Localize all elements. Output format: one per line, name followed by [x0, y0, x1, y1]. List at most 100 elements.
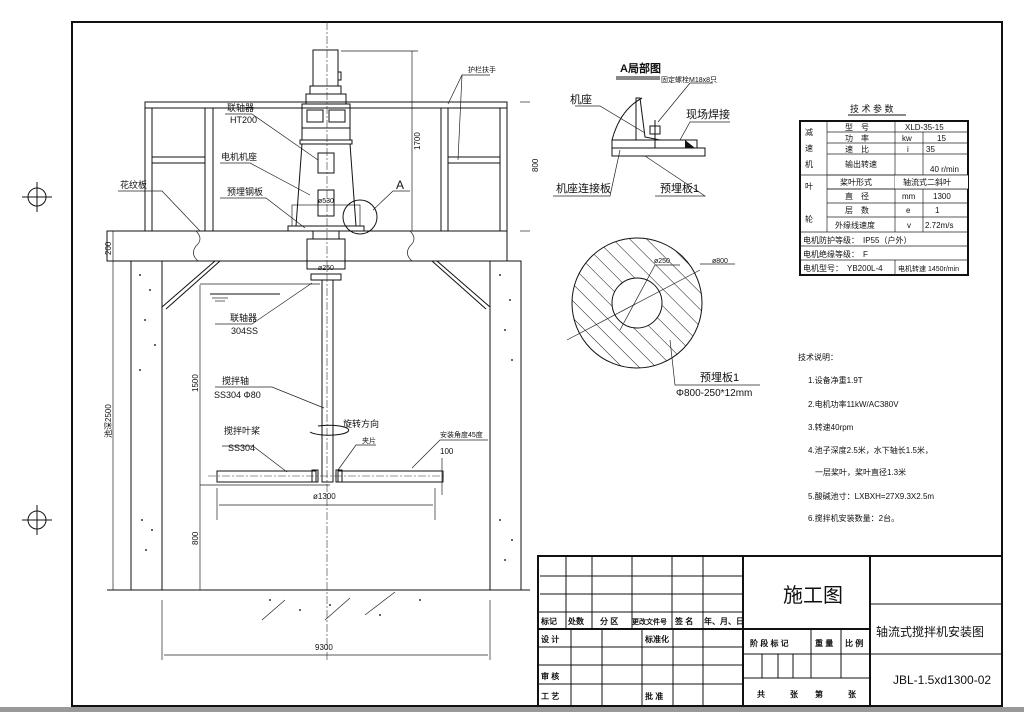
- header-mark: 标记: [540, 616, 557, 626]
- group-reducer-1: 减: [805, 127, 813, 137]
- dim-800-top: 800: [531, 158, 540, 172]
- label-number: 第: [815, 689, 823, 699]
- label-review: 审 核: [541, 671, 559, 681]
- label-embed-plate-1: 预埋板1: [660, 181, 699, 195]
- label-coupling-top: 联轴器: [227, 102, 254, 113]
- param-value: 40 r/min: [930, 165, 959, 174]
- label-sheets: 张: [790, 690, 799, 699]
- rotation-arrow-icon: [309, 424, 350, 436]
- registration-mark-top: [22, 182, 52, 212]
- title-block: 标记 处数 分 区 更改文件号 签 名 年、月、日 设 计 标准化 审 核 工 …: [537, 555, 1003, 707]
- label-embed-plate-name: 预埋板1: [700, 370, 739, 384]
- detail-a-title: A局部图: [620, 61, 661, 75]
- elevation-labels: 护栏扶手 联轴器 HT200 电机机座 预埋钢板 花纹板 A ø530 ø250…: [103, 65, 540, 652]
- label-stage-mark: 阶 段 标 记: [750, 638, 789, 648]
- label-motor-base: 电机机座: [221, 151, 257, 162]
- mixer-elevation: [106, 22, 530, 660]
- tech-note-item: 5.酸碱池寸：LXBXH=27X9.3X2.5m: [808, 491, 934, 501]
- param-motor-speed: 电机转速 1450r/min: [898, 264, 959, 273]
- label-embed-plate: 预埋钢板: [227, 186, 263, 197]
- param-name: 型 号: [845, 123, 869, 132]
- mixer-shaft: [321, 279, 334, 483]
- param-protection: 电机防护等级： IP55（户外）: [803, 235, 911, 245]
- detail-a-marker[interactable]: [342, 199, 378, 235]
- label-base: 机座: [570, 92, 592, 106]
- param-value: 轴流式二斜叶: [903, 177, 951, 187]
- label-total: 共: [757, 689, 765, 699]
- param-value: 1300: [933, 192, 951, 201]
- param-value: 15: [937, 134, 946, 143]
- label-phi530: ø530: [318, 198, 334, 205]
- param-unit: v: [907, 221, 911, 230]
- label-sheet: 张: [848, 690, 857, 699]
- label-rotation: 旋转方向: [343, 418, 379, 429]
- registration-mark-bottom: [22, 505, 52, 535]
- motor: [287, 49, 365, 232]
- label-weight: 重 量: [815, 638, 833, 648]
- label-impeller-material: SS304: [228, 443, 255, 453]
- dim-1700: 1700: [413, 132, 422, 150]
- param-unit: mm: [902, 192, 916, 201]
- param-value: XLD-35-15: [905, 123, 944, 132]
- label-shaft-material: SS304 Φ80: [214, 390, 261, 400]
- param-name: 层 数: [845, 205, 869, 215]
- stage-label: 施工图: [783, 583, 843, 607]
- dim-phi1300: ø1300: [313, 492, 336, 501]
- param-name: 外缘线速度: [835, 220, 875, 230]
- label-impeller: 搅拌叶桨: [224, 425, 260, 436]
- label-phi250: ø250: [654, 258, 670, 265]
- group-reducer-3: 机: [805, 159, 813, 169]
- tech-notes: 技术说明： 1.设备净重1.9T 2.电机功率11kW/AC380V 3.转速4…: [798, 352, 934, 523]
- label-phi250: ø250: [318, 265, 334, 272]
- tech-note-item: 一层桨叶，桨叶直径1.3米: [815, 467, 906, 477]
- label-coupling-top-material: HT200: [230, 115, 257, 125]
- header-change-doc: 更改文件号: [632, 617, 667, 626]
- drawing-number: JBL-1.5xd1300-02: [893, 673, 991, 687]
- label-phi800: ø800: [712, 258, 728, 265]
- label-embed-plate-spec: Φ800-250*12mm: [676, 388, 752, 399]
- label-coupling-bottom: 联轴器: [230, 312, 257, 323]
- param-name: 输出转速: [845, 159, 877, 169]
- label-shaft: 搅拌轴: [222, 375, 249, 386]
- impeller-blade-right: [337, 470, 444, 483]
- label-bolt: 固定螺栓M18x8只: [661, 75, 717, 84]
- label-approve: 批 准: [645, 691, 663, 701]
- param-unit: e: [906, 206, 911, 215]
- tech-note-item: 6.搅拌机安装数量：2台。: [808, 513, 899, 523]
- label-base-plate: 机座连接板: [556, 181, 611, 195]
- embed-plate-view: ø250 ø800 预埋板1 Φ800-250*12mm: [566, 237, 760, 399]
- param-unit: i: [907, 145, 909, 154]
- header-date: 年、月、日: [704, 616, 744, 626]
- drawing-title: 轴流式搅拌机安装图: [876, 624, 984, 639]
- group-impeller-1: 叶: [805, 182, 813, 191]
- label-coupling-bottom-material: 304SS: [231, 326, 258, 336]
- detail-a-view: A局部图 固定螺栓M18x8只 机座 现场焊接 机座连接板 预埋板1: [553, 61, 730, 197]
- impeller-blade-left: [216, 470, 317, 483]
- bottom-band: [0, 707, 1024, 712]
- label-checker-plate: 花纹板: [120, 179, 147, 190]
- header-signature: 签 名: [674, 616, 693, 626]
- group-impeller-2: 轮: [805, 214, 813, 224]
- group-reducer-2: 速: [805, 144, 813, 153]
- tech-note-item: 1.设备净重1.9T: [808, 375, 863, 385]
- dim-9300: 9300: [315, 643, 333, 652]
- label-detail-a: A: [396, 178, 404, 192]
- label-design: 设 计: [541, 634, 559, 644]
- param-value: 2.72m/s: [925, 221, 953, 230]
- param-insulation: 电机绝缘等级： F: [803, 249, 868, 259]
- param-motor-model: 电机型号： YB200L-4: [803, 263, 883, 273]
- header-count: 处数: [567, 616, 585, 626]
- label-process: 工 艺: [541, 691, 559, 701]
- param-name: 桨叶形式: [840, 177, 872, 187]
- dim-200: 200: [104, 241, 113, 255]
- param-name: 速 比: [845, 144, 869, 154]
- dim-100: 100: [440, 447, 454, 456]
- dim-800-bottom: 800: [191, 531, 200, 545]
- param-unit: kw: [902, 134, 912, 143]
- label-clamp: 夹片: [362, 436, 376, 445]
- param-value: 1: [935, 206, 940, 215]
- tech-params-table: 技 术 参 数 减 速 机 叶 轮 型 号 XLD-35-15 功 率 kw 1…: [799, 103, 969, 276]
- param-name: 功 率: [845, 133, 869, 143]
- tech-note-item: 2.电机功率11kW/AC380V: [808, 399, 899, 409]
